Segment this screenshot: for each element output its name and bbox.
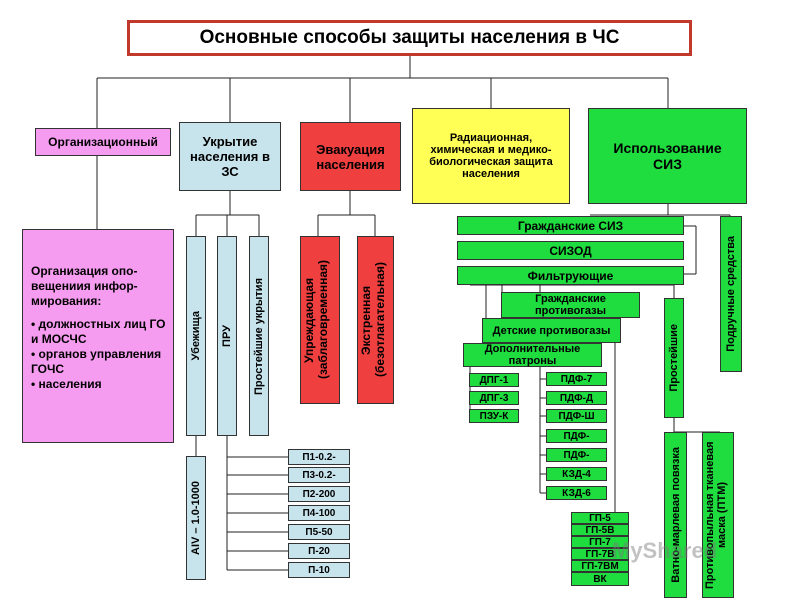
- child-mask-code: ПДФ-Д: [546, 391, 607, 405]
- filter-child-masks: Детские противогазы: [482, 318, 621, 343]
- method-radiation-chemical: Радиационная, химическая и медико-биолог…: [412, 108, 570, 204]
- pru-code: П5-50: [288, 524, 350, 540]
- org-detail-item: населения: [31, 377, 169, 392]
- child-mask-code: ПДФ-7: [546, 372, 607, 386]
- filter-civil-masks: Гражданские противогазы: [501, 292, 640, 318]
- child-mask-code: КЗД-6: [546, 486, 607, 500]
- pru-code: П1-0.2-: [288, 449, 350, 465]
- shelter-type-bunker: Убежища: [186, 236, 206, 436]
- cartridge-code: ПЗУ-К: [469, 409, 519, 423]
- org-detail-item: должностных лиц ГО и МОСЧС: [31, 317, 169, 347]
- siz-respiratory: СИЗОД: [457, 241, 684, 260]
- evac-type-advance: Упреждающая (заблаговременная): [300, 236, 340, 404]
- bandage-dust-mask: Противопыльная тканевая маска (ПТМ): [702, 432, 734, 598]
- child-mask-code: ПДФ-Ш: [546, 409, 607, 423]
- civil-mask-code: ГП-7ВМ: [571, 560, 629, 572]
- child-mask-code: ПДФ-: [546, 429, 607, 443]
- evac-type-emergency: Экстренная (безотлагательная): [357, 236, 394, 404]
- watermark: MyShared: [612, 538, 718, 563]
- org-detail-box: Организация опо-вещениия инфор-мирования…: [22, 229, 174, 443]
- cartridge-code: ДПГ-1: [469, 373, 519, 387]
- child-mask-code: КЗД-4: [546, 467, 607, 481]
- filter-extra-cartridges: Дополнительные патроны: [463, 343, 602, 367]
- method-ppe: Использование СИЗ: [588, 108, 747, 204]
- pru-code: П4-100: [288, 505, 350, 521]
- org-detail-heading: Организация опо-вещениия инфор-мирования…: [31, 264, 138, 308]
- pru-code: П2-200: [288, 486, 350, 502]
- siz-filtering: Фильтрующие: [457, 266, 684, 285]
- civil-mask-code: ГП-7: [571, 536, 629, 548]
- pru-code: П-10: [288, 562, 350, 578]
- siz-improvised: Подручные средства: [720, 216, 742, 372]
- siz-simple: Простейшие: [664, 298, 684, 418]
- pru-code: П3-0.2-: [288, 467, 350, 483]
- civil-mask-code: ГП-7В: [571, 548, 629, 560]
- org-detail-item: органов управления ГОЧС: [31, 347, 169, 377]
- civil-mask-code: ВК: [571, 572, 629, 586]
- page-title: Основные способы защиты населения в ЧС: [127, 20, 692, 56]
- civil-mask-code: ГП-5В: [571, 524, 629, 536]
- shelter-type-simple: Простейшие укрытия: [249, 236, 269, 436]
- civil-mask-code: ГП-5: [571, 512, 629, 524]
- method-shelter: Укрытие населения в ЗС: [179, 122, 281, 191]
- pru-code: П-20: [288, 543, 350, 559]
- siz-civil: Гражданские СИЗ: [457, 216, 684, 235]
- method-evacuation: Эвакуация населения: [300, 122, 401, 191]
- bandage-gauze: Ватно-марлевая повязка: [664, 432, 687, 598]
- method-organizational: Организационный: [35, 128, 171, 156]
- shelter-class: AIV – 1.0-1000: [186, 456, 206, 580]
- cartridge-code: ДПГ-3: [469, 391, 519, 405]
- child-mask-code: ПДФ-: [546, 448, 607, 462]
- shelter-type-pru: ПРУ: [217, 236, 237, 436]
